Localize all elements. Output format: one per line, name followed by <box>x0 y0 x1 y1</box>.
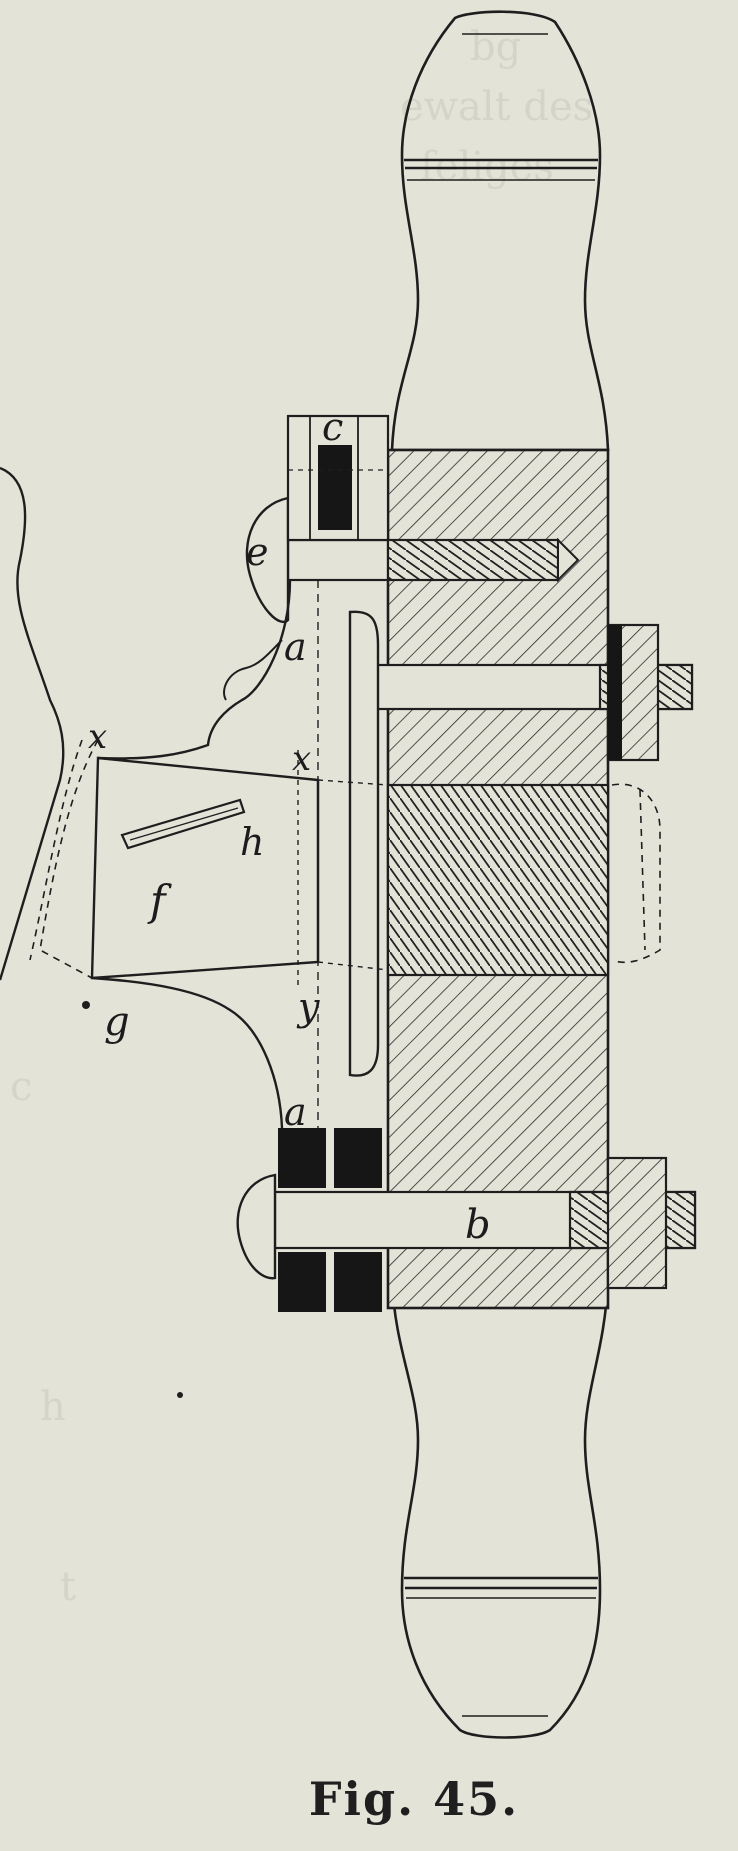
lower-bolt-b <box>236 1156 697 1290</box>
show-through-text: bg ewalt des feliges c h t <box>10 24 593 1610</box>
label-b: b <box>465 1202 491 1248</box>
label-e: e <box>246 530 269 574</box>
svg-text:ewalt des: ewalt des <box>400 84 593 130</box>
marker-dot <box>82 1001 90 1009</box>
label-x-left: x <box>88 717 107 757</box>
upper-screw-e <box>245 496 580 623</box>
label-a-top: a <box>284 625 307 669</box>
marker-dot <box>177 1392 183 1398</box>
washer-stack-c <box>286 414 390 542</box>
label-g: g <box>104 999 130 1045</box>
label-a-bottom: a <box>284 1090 307 1134</box>
label-c: c <box>322 405 343 449</box>
label-x-right: x <box>292 739 311 779</box>
internal-thread <box>386 783 610 977</box>
label-h: h <box>240 820 264 864</box>
svg-text:h: h <box>40 1384 66 1430</box>
washer-pads-bottom <box>278 1128 382 1312</box>
top-handle <box>390 10 610 452</box>
svg-text:c: c <box>10 1064 32 1110</box>
bottom-handle <box>390 1278 610 1739</box>
middle-bolt <box>370 623 694 762</box>
clamp-body-a <box>91 579 380 1129</box>
svg-text:t: t <box>60 1564 76 1610</box>
dashed-tool-outline <box>29 739 661 979</box>
figure-caption: Fig. 45. <box>308 1772 520 1826</box>
workpiece-outline <box>0 466 65 981</box>
svg-text:bg: bg <box>470 24 521 70</box>
cutter-box-f <box>90 750 389 990</box>
label-y: y <box>296 985 320 1029</box>
